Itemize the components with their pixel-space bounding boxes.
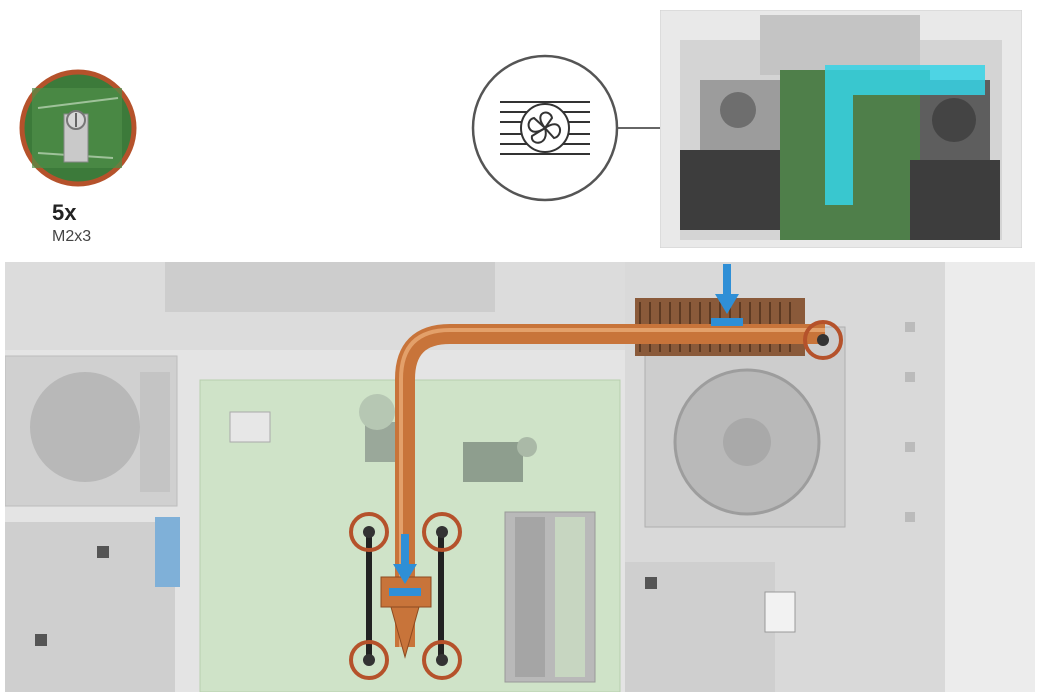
- screw-callout-ring: [803, 320, 843, 360]
- arrow-down-icon: [389, 534, 421, 596]
- screw-callout: [19, 69, 137, 187]
- fan-icon: [500, 101, 590, 155]
- screw-callout-ring: [349, 512, 389, 552]
- heat-sink-highlight: [825, 65, 985, 205]
- screw-callout-ring: [349, 640, 389, 680]
- arrow-down-icon: [711, 264, 743, 326]
- fan-callout: [471, 54, 619, 202]
- overview-thumbnail: [660, 10, 1022, 248]
- screw-size: M2x3: [52, 228, 92, 245]
- screw-callout-ring: [422, 640, 462, 680]
- screw-callout-ring: [422, 512, 462, 552]
- screw-quantity: 5x: [52, 200, 77, 225]
- main-illustration: [5, 262, 1035, 692]
- heat-pipe: [395, 324, 825, 647]
